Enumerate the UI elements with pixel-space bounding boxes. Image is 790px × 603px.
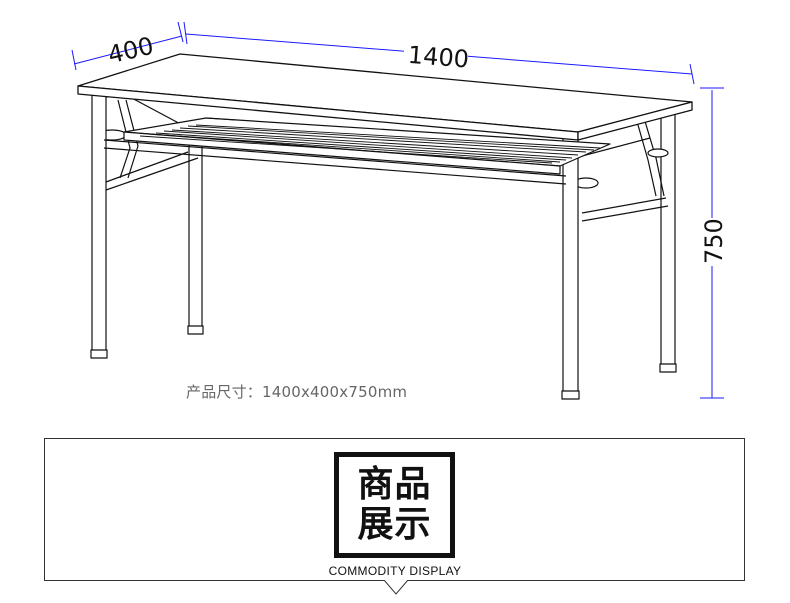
shelf-slats	[139, 117, 601, 164]
section-title-box: 商品 展示	[334, 452, 455, 558]
product-size-caption: 产品尺寸：1400x400x750mm	[186, 383, 408, 401]
height-dimension-label: 750	[700, 218, 728, 264]
section-subtitle: COMMODITY DISPLAY	[328, 564, 462, 578]
length-dimension-label: 1400	[407, 41, 470, 74]
tabletop	[77, 53, 693, 141]
table-line-drawing: 400 1400 750	[71, 21, 728, 400]
section-title-line-2: 展示	[357, 504, 432, 545]
section-title-line-1: 商品	[357, 464, 432, 505]
